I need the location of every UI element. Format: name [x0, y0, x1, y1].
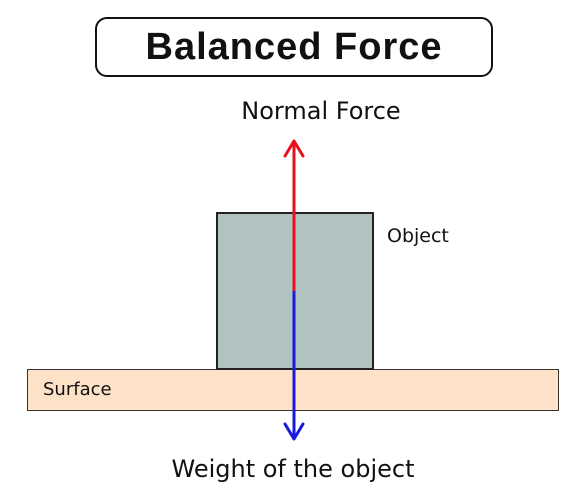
weight-label: Weight of the object — [171, 455, 415, 483]
weight-arrow-head — [283, 422, 305, 441]
normal-force-label: Normal Force — [241, 97, 401, 125]
normal-force-arrow-head — [283, 139, 305, 158]
diagram-title: Balanced Force — [145, 25, 443, 68]
surface-label: Surface — [43, 379, 112, 400]
object-label: Object — [387, 225, 449, 247]
title-box: Balanced Force — [95, 17, 493, 77]
